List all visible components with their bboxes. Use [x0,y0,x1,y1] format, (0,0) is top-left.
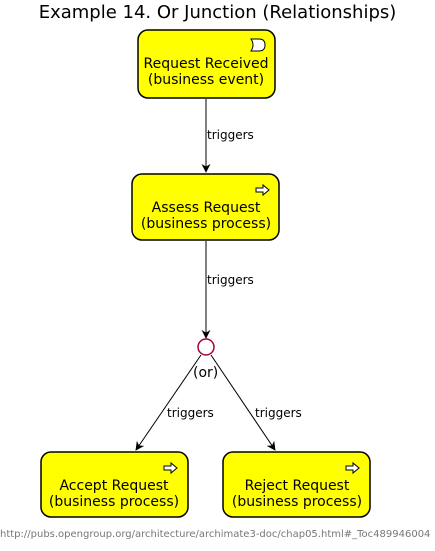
edge-label: triggers [255,406,302,420]
edge-label: triggers [207,128,254,142]
business-process-icon [255,183,270,197]
or-junction[interactable]: (or) [193,338,218,381]
edge-assess-to-junction[interactable]: triggers [201,241,254,339]
node-accept-request[interactable]: Accept Request (business process) [40,451,189,518]
node-type: (business process) [141,216,271,232]
edge-label: triggers [167,406,214,420]
node-type: (business event) [148,72,264,88]
edge-junction-to-reject[interactable]: triggers [210,354,302,451]
node-assess-request[interactable]: Assess Request (business process) [131,173,280,241]
source-url: http://pubs.opengroup.org/architecture/a… [0,529,431,540]
edge-request-to-assess[interactable]: triggers [201,99,254,173]
business-process-icon [163,461,178,475]
node-title: Assess Request [152,200,261,216]
node-type: (business process) [49,494,179,510]
node-request-received[interactable]: Request Received (business event) [137,29,276,99]
junction-label: (or) [193,365,218,381]
node-title: Accept Request [59,478,169,494]
node-title: Reject Request [245,478,350,494]
diagram-title: Example 14. Or Junction (Relationships) [38,2,397,23]
node-type: (business process) [232,494,362,510]
edge-junction-to-accept[interactable]: triggers [135,354,214,451]
node-reject-request[interactable]: Reject Request (business process) [222,451,371,518]
node-title: Request Received [143,56,268,72]
edge-label: triggers [207,273,254,287]
business-process-icon [345,461,360,475]
business-event-icon [250,38,266,52]
